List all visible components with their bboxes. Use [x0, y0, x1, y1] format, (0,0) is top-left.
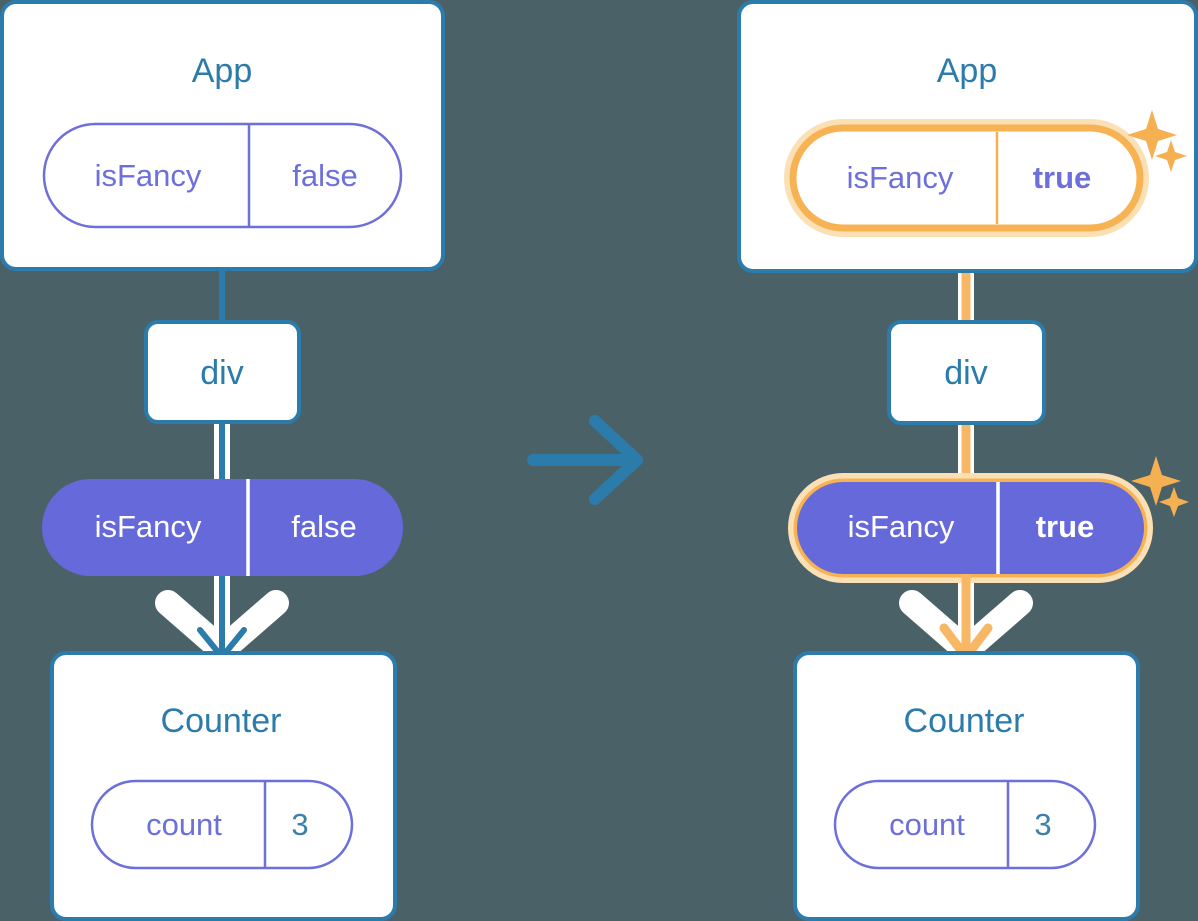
left-panel: App isFancy false div	[0, 0, 445, 921]
right-app-box[interactable]: App isFancy true	[737, 0, 1198, 273]
right-app-pill-key: isFancy	[847, 160, 954, 195]
left-prop-pill-frame	[42, 479, 403, 576]
right-counter-box-label: Counter	[904, 702, 1025, 740]
left-div-box-frame	[144, 320, 301, 424]
right-panel: App isFancy true	[737, 0, 1198, 921]
left-app-box-frame	[0, 0, 445, 271]
left-app-pill-frame	[42, 122, 403, 229]
left-counter-box-label: Counter	[161, 702, 282, 740]
right-counter-pill-value: 3	[1034, 807, 1051, 842]
right-prop-pill-frame	[797, 482, 1144, 574]
right-counter-pill-key: count	[889, 807, 965, 842]
right-div-box-label: div	[944, 354, 987, 392]
right-counter-box[interactable]: Counter count 3	[793, 651, 1140, 921]
right-div-box[interactable]: div	[887, 320, 1046, 425]
right-app-pill[interactable]: isFancy true	[784, 119, 1149, 237]
left-counter-pill[interactable]: count 3	[90, 779, 354, 870]
right-prop-sparkles	[1131, 456, 1189, 517]
right-counter-box-frame	[793, 651, 1140, 921]
left-prop-pill[interactable]: isFancy false	[42, 479, 403, 576]
right-prop-pill-key: isFancy	[848, 509, 955, 544]
left-counter-pill-key: count	[146, 807, 222, 842]
left-div-box[interactable]: div	[144, 320, 301, 424]
left-app-pill-value: false	[292, 158, 357, 193]
sparkle-icon-small	[1155, 140, 1187, 172]
sparkle-icon-large	[1127, 110, 1177, 160]
left-app-box-label: App	[192, 52, 253, 90]
left-counter-pill-value: 3	[291, 807, 308, 842]
transition-arrow	[527, 415, 643, 505]
right-prop-pill-value: true	[1036, 509, 1095, 544]
left-div-box-label: div	[200, 354, 243, 392]
right-div-box-frame	[887, 320, 1046, 425]
left-app-pill[interactable]: isFancy false	[42, 122, 403, 229]
right-counter-pill[interactable]: count 3	[833, 779, 1097, 870]
left-counter-box-frame	[50, 651, 397, 921]
left-prop-pill-value: false	[291, 509, 356, 544]
left-counter-pill-frame	[90, 779, 354, 870]
left-prop-pill-key: isFancy	[95, 509, 202, 544]
right-app-pill-ring	[789, 124, 1144, 232]
left-counter-box[interactable]: Counter count 3	[50, 651, 397, 921]
left-app-pill-key: isFancy	[95, 158, 202, 193]
right-prop-pill[interactable]: isFancy true	[788, 473, 1153, 583]
sparkle-icon-large	[1131, 456, 1181, 506]
sparkle-icon-small	[1159, 487, 1189, 517]
right-app-pill-fill	[793, 128, 1140, 228]
right-app-box-label: App	[937, 52, 998, 90]
right-app-pill-value: true	[1033, 160, 1092, 195]
right-app-sparkles	[1127, 110, 1187, 172]
right-counter-pill-frame	[833, 779, 1097, 870]
arrow-right-icon-head	[589, 415, 643, 505]
left-app-box[interactable]: App isFancy false	[0, 0, 445, 271]
